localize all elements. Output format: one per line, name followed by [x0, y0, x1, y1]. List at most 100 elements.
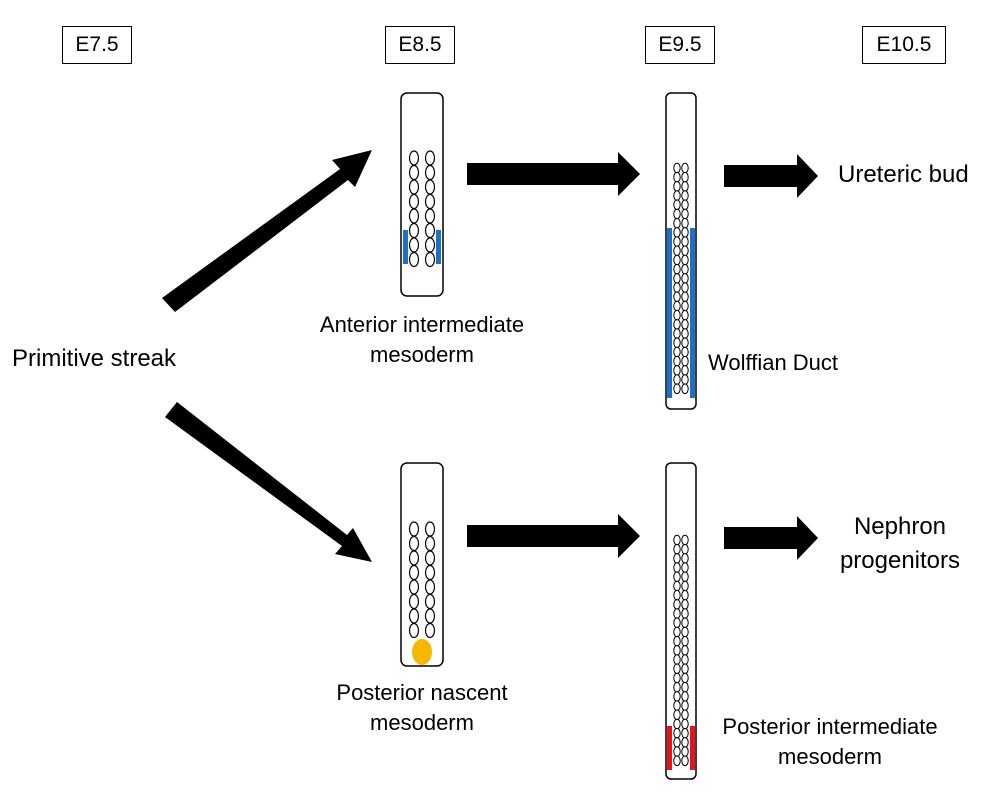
- somite: [673, 199, 681, 211]
- somite: [681, 709, 689, 721]
- somite: [681, 553, 689, 564]
- somite: [408, 179, 420, 195]
- somite: [424, 237, 436, 253]
- somite: [424, 179, 436, 195]
- somite: [681, 737, 689, 748]
- somite: [424, 208, 436, 224]
- somite: [681, 663, 689, 675]
- somite: [424, 150, 436, 166]
- somite: [673, 681, 681, 693]
- somite: [681, 282, 689, 293]
- somite: [424, 222, 436, 239]
- wolffian-blue-right: [690, 228, 695, 398]
- label-nephron-progenitors: Nephron progenitors: [834, 510, 966, 578]
- somite: [681, 543, 689, 555]
- somite: [673, 300, 681, 312]
- arrow-e95-to-ureteric: [724, 154, 818, 198]
- somite: [681, 374, 689, 385]
- somite: [681, 273, 689, 284]
- somite: [673, 162, 681, 174]
- somite: [673, 355, 681, 367]
- somite: [673, 553, 681, 564]
- arrow-e85-to-e95-top: [467, 152, 640, 196]
- somite: [424, 550, 436, 566]
- nascent-mesoderm-yellow: [412, 639, 432, 665]
- somite: [673, 727, 681, 739]
- somite: [681, 727, 689, 739]
- somite: [681, 319, 689, 330]
- somite: [673, 254, 681, 266]
- somite: [681, 617, 689, 629]
- somite: [681, 346, 689, 358]
- somite: [681, 300, 689, 312]
- somite: [424, 521, 436, 537]
- label-wolffian-duct: Wolffian Duct: [708, 350, 839, 375]
- somite: [681, 236, 689, 247]
- somite: [673, 217, 681, 229]
- somite: [681, 171, 689, 183]
- somite: [673, 626, 681, 638]
- somite: [424, 535, 436, 552]
- somite: [681, 227, 689, 238]
- anterior-blue-left: [403, 230, 408, 264]
- somite: [408, 550, 420, 566]
- somite: [424, 622, 436, 639]
- somite: [673, 709, 681, 721]
- label-anterior-line2: mesoderm: [370, 342, 474, 367]
- somite: [424, 593, 436, 610]
- somite: [673, 580, 681, 592]
- label-anterior-line1: Anterior intermediate: [319, 312, 525, 337]
- somite: [673, 171, 681, 183]
- somite: [673, 291, 681, 303]
- label-anterior-intermediate-mesoderm: Anterior intermediate mesoderm: [292, 310, 552, 370]
- somite: [408, 608, 420, 624]
- somite: [673, 589, 681, 601]
- somite: [673, 700, 681, 711]
- somite: [408, 193, 420, 210]
- somite: [673, 227, 681, 238]
- somite: [681, 562, 689, 573]
- somite: [681, 355, 689, 367]
- somite: [673, 319, 681, 330]
- arrow-streak-to-posterior: [165, 402, 372, 562]
- somite: [681, 199, 689, 211]
- somite: [673, 374, 681, 385]
- somite: [673, 571, 681, 583]
- somite: [673, 599, 681, 610]
- embryo-e95-upper: [665, 92, 697, 410]
- somite: [673, 245, 681, 257]
- somite: [673, 190, 681, 201]
- somite: [408, 521, 420, 537]
- somite: [673, 181, 681, 192]
- somite: [408, 150, 420, 166]
- somite: [673, 617, 681, 629]
- somite: [673, 309, 681, 321]
- label-posterior-im-line1: Posterior intermediate: [722, 714, 938, 739]
- somite: [408, 593, 420, 610]
- label-posterior-im-line2: mesoderm: [778, 744, 882, 769]
- somite: [681, 645, 689, 656]
- somite: [673, 608, 681, 619]
- somite: [681, 217, 689, 229]
- somite: [424, 608, 436, 624]
- somite: [681, 162, 689, 174]
- somite: [681, 534, 689, 546]
- somite: [424, 564, 436, 581]
- arrow-streak-to-anterior: [162, 150, 372, 312]
- somite: [673, 337, 681, 349]
- somite: [681, 755, 689, 767]
- somite: [681, 328, 689, 339]
- somite: [424, 164, 436, 181]
- somite: [673, 691, 681, 702]
- somite: [681, 589, 689, 601]
- somite: [673, 718, 681, 730]
- somite: [681, 681, 689, 693]
- somite: [681, 580, 689, 592]
- somite: [673, 346, 681, 358]
- somite: [408, 208, 420, 224]
- somite: [673, 236, 681, 247]
- somite: [673, 562, 681, 573]
- somite: [424, 579, 436, 595]
- label-primitive-streak: Primitive streak: [12, 345, 177, 372]
- somite: [673, 654, 681, 665]
